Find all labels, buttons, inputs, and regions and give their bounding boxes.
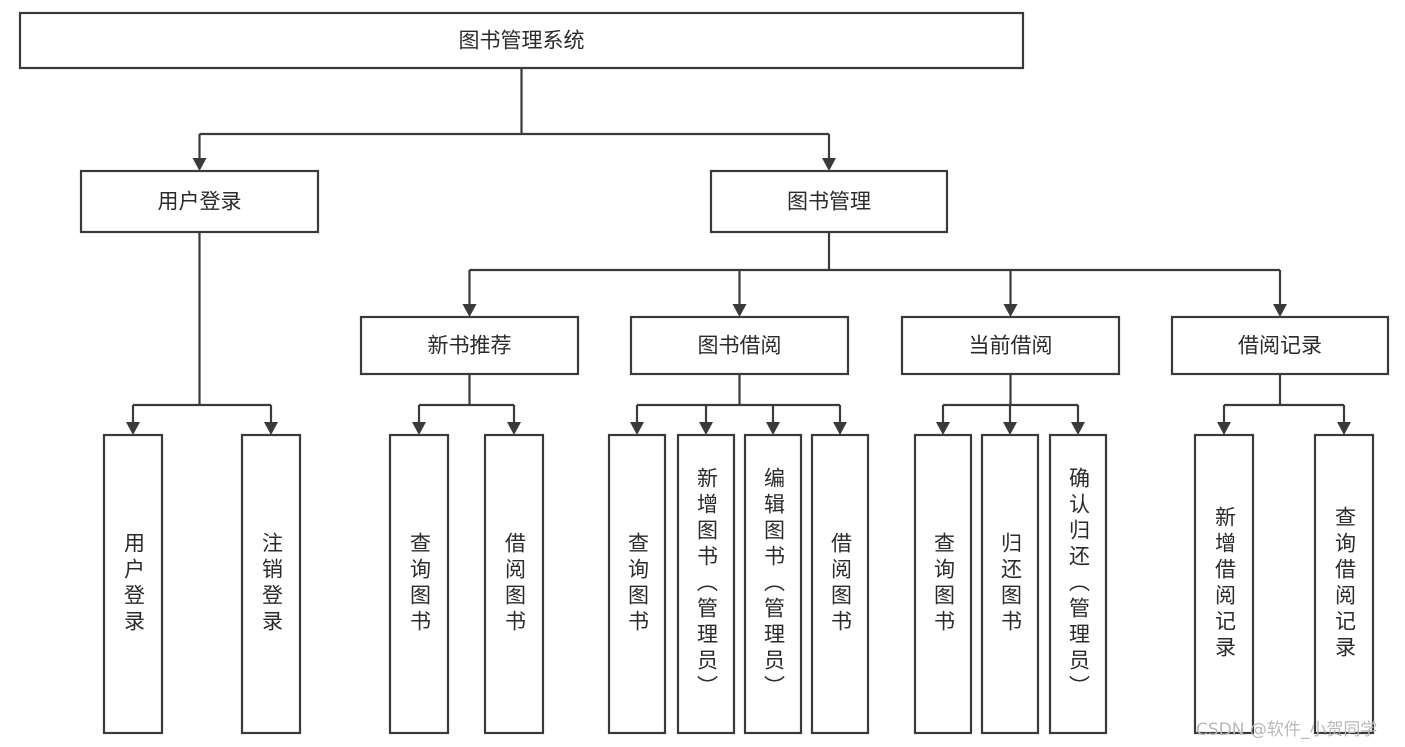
node-box-leaf-confirm-return[interactable] [1048, 433, 1108, 735]
node-box-leaf-add-book[interactable] [676, 433, 736, 735]
node-label-user-login: 用户登录 [158, 190, 242, 214]
node-box-user-login[interactable] [79, 169, 320, 234]
node-box-leaf-return-book[interactable] [980, 433, 1040, 735]
node-box-root[interactable] [18, 11, 1025, 70]
node-label-root: 图书管理系统 [459, 29, 585, 53]
node-label-borrow-record: 借阅记录 [1238, 334, 1322, 358]
node-box-new-book-rec[interactable] [359, 315, 580, 376]
node-label-book-manage: 图书管理 [787, 190, 871, 214]
arrow-head-icon [1071, 422, 1085, 435]
node-box-leaf-query-record[interactable] [1313, 433, 1375, 735]
node-box-leaf-query-book-2[interactable] [607, 433, 667, 735]
node-box-leaf-borrow-book-1[interactable] [483, 433, 545, 735]
connector-layer [131, 68, 1346, 424]
node-label-current-borrow: 当前借阅 [969, 334, 1053, 358]
node-box-book-borrow[interactable] [629, 315, 850, 376]
arrow-head-icon [264, 422, 278, 435]
arrow-head-icon [822, 158, 836, 171]
arrow-head-icon [1003, 304, 1018, 317]
arrow-head-icon [630, 422, 644, 435]
arrow-head-icon [507, 422, 521, 435]
arrow-head-icon [699, 422, 713, 435]
node-box-leaf-borrow-book-2[interactable] [810, 433, 870, 735]
arrow-head-icon [732, 304, 747, 317]
node-label-book-borrow: 图书借阅 [698, 334, 782, 358]
node-box-book-manage[interactable] [709, 169, 949, 234]
csdn-watermark: CSDN @软件_小贺同学 [1196, 720, 1378, 740]
node-box-leaf-query-book-3[interactable] [913, 433, 973, 735]
arrow-head-icon [192, 158, 207, 171]
node-box-layer [18, 11, 1390, 735]
arrow-head-icon [766, 422, 780, 435]
arrow-head-layer [126, 158, 1351, 435]
node-box-leaf-user-login[interactable] [102, 433, 164, 735]
node-box-leaf-add-record[interactable] [1193, 433, 1255, 735]
arrow-head-icon [833, 422, 847, 435]
node-box-leaf-logout[interactable] [240, 433, 302, 735]
node-label-new-book-rec: 新书推荐 [428, 334, 512, 358]
node-box-leaf-query-book-1[interactable] [388, 433, 450, 735]
node-box-leaf-edit-book[interactable] [743, 433, 803, 735]
node-box-borrow-record[interactable] [1170, 315, 1390, 376]
arrow-head-icon [1337, 422, 1351, 435]
node-box-current-borrow[interactable] [900, 315, 1121, 376]
arrow-head-icon [1217, 422, 1231, 435]
arrow-head-icon [936, 422, 950, 435]
arrow-head-icon [126, 422, 140, 435]
arrow-head-icon [1273, 304, 1287, 317]
arrow-head-icon [462, 304, 477, 317]
arrow-head-icon [412, 422, 426, 435]
arrow-head-icon [1003, 422, 1017, 435]
